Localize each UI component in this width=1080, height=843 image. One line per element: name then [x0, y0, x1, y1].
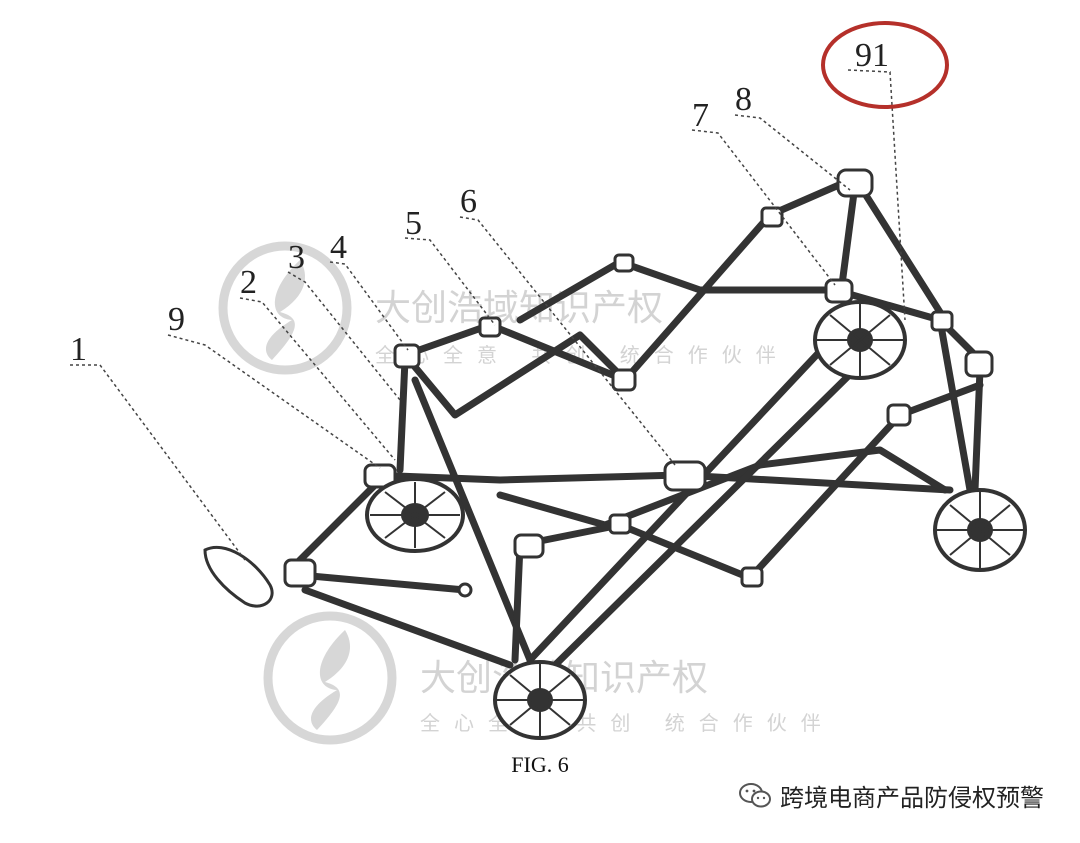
frame-front-post: [396, 356, 409, 474]
handle-bar: [296, 571, 469, 594]
frame-rear-upright: [851, 174, 949, 324]
frame-diagonal-long: [526, 326, 844, 664]
wheel-front-left: [365, 477, 465, 553]
wheel-rear-left: [813, 300, 907, 380]
label-91: 91: [855, 37, 889, 74]
handle-lower-arm: [301, 586, 514, 669]
frame-diagonal-long-2: [541, 326, 899, 679]
reference-labels: 1 9 2 3 4 5 6 7 8 91: [70, 37, 889, 368]
leader-lines: [70, 69, 906, 561]
footer-text: 跨境电商产品防侵权预警: [780, 784, 1044, 812]
watermark-line2-bottom: 全心全意 共创 统合作伙伴: [420, 711, 835, 735]
center-hub: [663, 460, 707, 492]
watermark-seal-icon: [263, 611, 397, 745]
label-3: 3: [288, 239, 305, 276]
frame-right-post: [971, 366, 984, 494]
label-4: 4: [330, 229, 347, 266]
watermark-seal-icon: [218, 241, 352, 375]
frame-bottom-long-rail: [366, 471, 954, 494]
handle-grip: [203, 545, 274, 608]
label-9: 9: [168, 301, 185, 338]
footer-attribution: 跨境电商产品防侵权预警: [738, 778, 1044, 813]
figure-caption: FIG. 6: [511, 752, 569, 777]
wheel-rear-right: [933, 488, 1027, 572]
label-8: 8: [735, 81, 752, 118]
frame-side-zigzag: [401, 331, 629, 419]
wagon-frame: [286, 174, 984, 679]
frame-front-post-2: [511, 541, 524, 664]
wheels: [365, 300, 1027, 740]
frame-link: [516, 258, 624, 324]
label-7: 7: [692, 97, 709, 134]
highlight-circle: [821, 21, 949, 109]
frame-right-strut: [936, 316, 974, 494]
label-5: 5: [405, 205, 422, 242]
watermark-top: 大创浩域知识产权 全心全意 共创 统合作伙伴: [218, 241, 776, 375]
wheel-front-right: [493, 660, 587, 740]
label-6: 6: [460, 183, 477, 220]
label-1: 1: [70, 331, 87, 368]
handle-arm: [286, 481, 379, 574]
label-2: 2: [240, 264, 257, 301]
handle-joint: [283, 558, 317, 588]
wechat-icon: [739, 782, 771, 807]
frame-joints: [283, 168, 994, 598]
frame-diagonal-front: [411, 376, 534, 664]
